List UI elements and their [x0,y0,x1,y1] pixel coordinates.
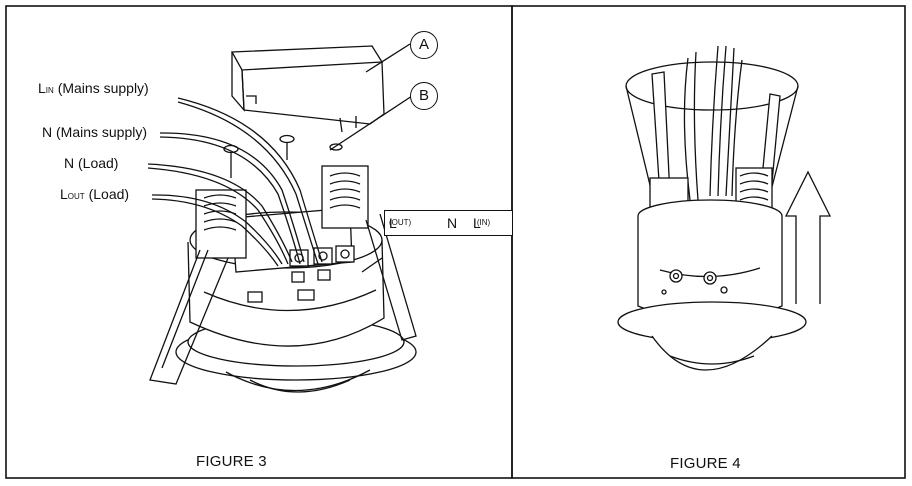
label-lin-mains-supply: LIN (Mains supply) [38,80,149,99]
label-lout-subscript: OUT [67,192,85,201]
terminal-lout-subscript: (OUT) [389,218,412,227]
terminal-cover-a [230,45,385,133]
terminal-lin-letter: L [473,215,481,231]
figure-4-panel [511,5,906,479]
label-lin-subscript: IN [45,86,54,95]
label-lin-letter: L [38,80,46,96]
callout-a: A [410,31,438,59]
sensor-body-fig4 [617,199,807,371]
wires [147,97,323,267]
upward-arrow [784,170,832,304]
terminal-lin-subscript: (IN) [476,218,491,227]
cover-screws-b [223,134,343,178]
terminal-labels-box: L(OUT) N L (IN) [384,210,513,236]
label-n-load: N (Load) [64,155,119,171]
figure-3-caption: FIGURE 3 [196,453,267,470]
label-lout-letter: L [60,186,68,202]
figure-3-drawing [147,43,417,393]
figure-4-drawing [617,45,832,371]
label-lout-load: LOUT (Load) [60,186,129,205]
terminal-n: N [447,215,458,231]
terminal-lin: L (IN) [473,211,490,235]
label-lout-text: (Load) [88,186,130,202]
pointer-lines [329,43,413,273]
ceiling-cutout [625,61,799,211]
figure-4-caption: FIGURE 4 [670,455,741,472]
terminal-lout-letter: L [389,215,397,231]
label-n-mains-supply: N (Mains supply) [42,124,148,140]
callout-b: B [410,82,438,110]
wires-fig4 [683,45,743,201]
spring-clip-right [321,165,417,341]
label-lin-text: (Mains supply) [57,80,149,96]
